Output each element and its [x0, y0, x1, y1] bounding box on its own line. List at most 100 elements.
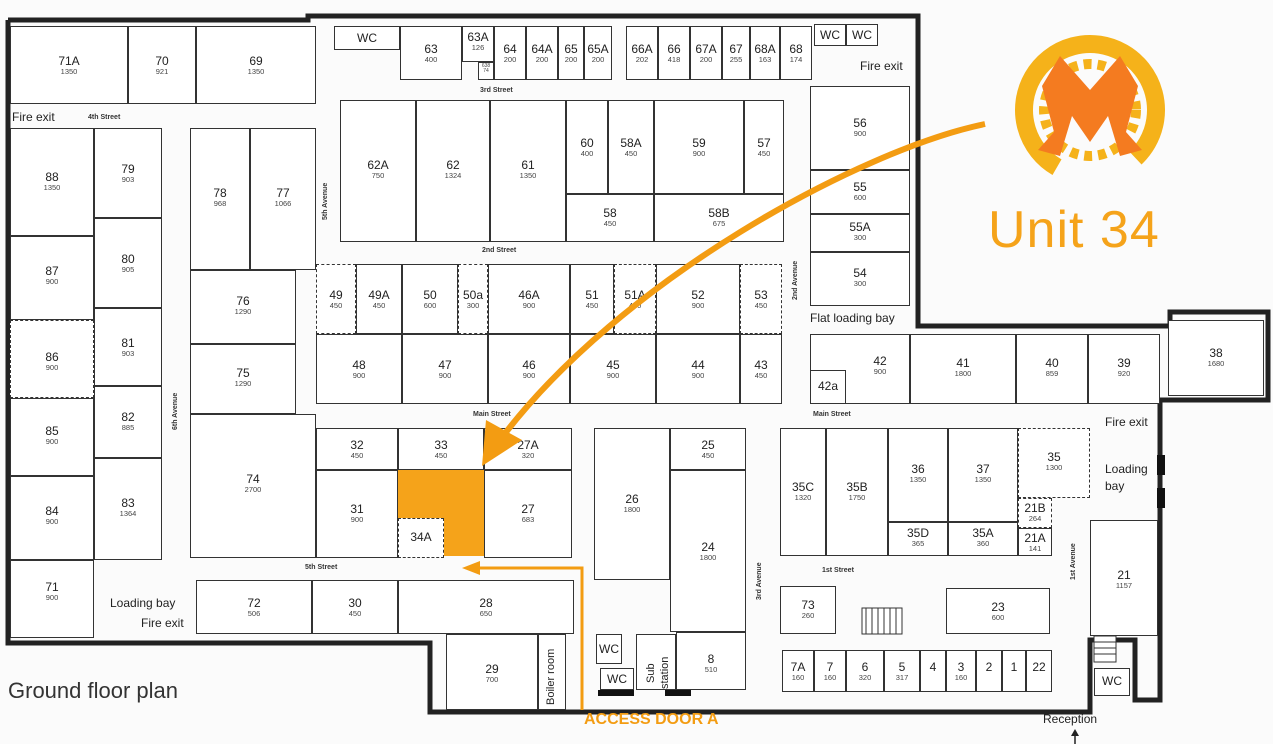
unit-1[interactable]: 1	[1002, 650, 1026, 692]
wc-1[interactable]: WC	[334, 26, 400, 50]
unit-4[interactable]: 4	[920, 650, 946, 692]
unit-34A[interactable]: 34A	[398, 518, 444, 558]
unit-22[interactable]: 22	[1026, 650, 1052, 692]
unit-34-highlight[interactable]	[398, 470, 484, 518]
boiler-room[interactable]: Boiler room	[538, 634, 566, 710]
unit-2[interactable]: 2	[976, 650, 1002, 692]
unit-34-highlight-lower[interactable]	[444, 518, 484, 556]
wc-2[interactable]: WC	[814, 24, 846, 46]
unit-42a[interactable]: 42a	[810, 370, 846, 404]
wc-5[interactable]: WC	[600, 668, 634, 690]
wc-6[interactable]: WC	[1094, 668, 1130, 696]
wc-4[interactable]: WC	[596, 634, 622, 664]
wc-3[interactable]: WC	[846, 24, 878, 46]
sub-station[interactable]: Sub station	[636, 634, 676, 690]
